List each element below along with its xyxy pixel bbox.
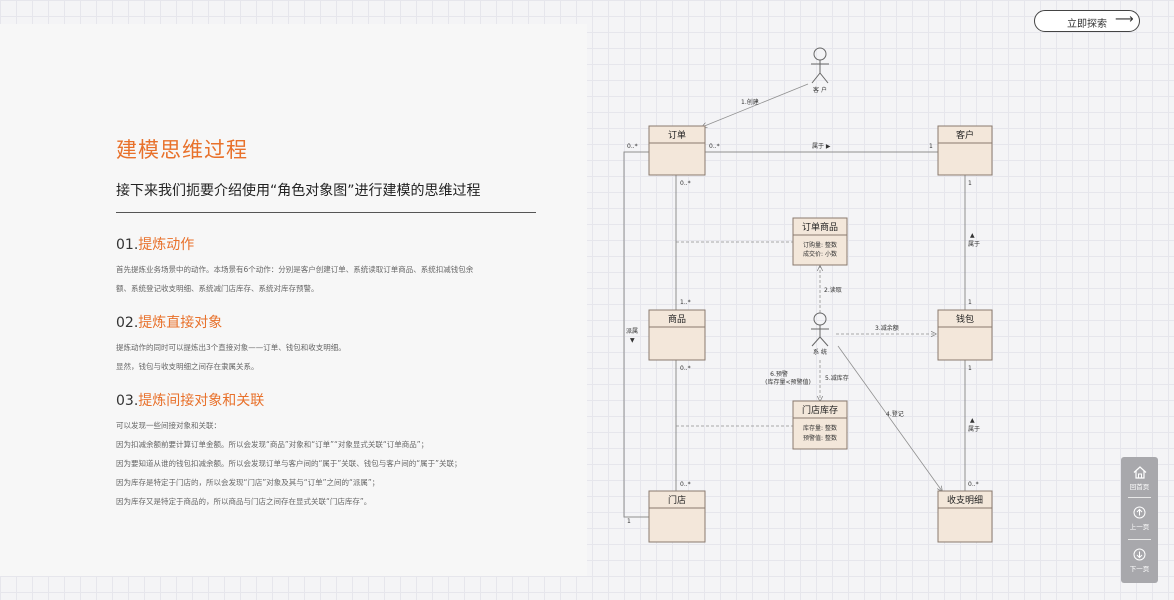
- explore-label: 立即探索: [1067, 19, 1107, 30]
- actor-customer[interactable]: 客 户: [811, 47, 829, 94]
- label-assign: 派属: [626, 328, 638, 335]
- message-arrows: [702, 83, 942, 491]
- arrow-up-icon: ▲: [970, 232, 975, 239]
- edge-labels: 1.创建 属于 ▶ 2.读取 3.减余额 4.登记 5.减库存 6.预警 (库存…: [626, 98, 980, 433]
- class-name: 订单商品: [802, 221, 838, 233]
- arrow-down-circle-icon: [1133, 548, 1146, 561]
- multiplicity: 1: [968, 365, 972, 372]
- section-text: 因为库存又是特定于商品的，所以商品与门店之间存在显式关联“门店库存”。: [116, 497, 372, 506]
- section-number: 01.: [116, 237, 139, 253]
- section-text: 因为库存是特定于门店的，所以会发现“门店”对象及其与“订单”之间的“派属”；: [116, 478, 380, 487]
- multiplicities: 0..* 0..* 1 0..* 1 1..* 0..* 1 1 0..* 1 …: [627, 143, 979, 525]
- home-label: 回首页: [1129, 483, 1150, 491]
- section-text: 提炼动作的同时可以提炼出3个直接对象——订单、钱包和收支明细。: [116, 343, 346, 352]
- section-text: 因为扣减余额前要计算订单金额。所以会发现“商品”对象和“订单”“对象显式关联“订…: [116, 440, 429, 449]
- nav-divider: [1128, 539, 1151, 540]
- prev-page-label: 上一页: [1129, 523, 1150, 531]
- section-heading: 03.提炼间接对象和关联: [116, 390, 462, 410]
- arrow-right-icon: ⟶: [1115, 12, 1134, 27]
- multiplicity: 1: [929, 143, 933, 150]
- class-order-item[interactable]: 订单商品 订购量: 整数 成交价: 小数: [792, 217, 848, 266]
- multiplicity: 1: [627, 518, 631, 525]
- class-name: 门店: [668, 494, 686, 506]
- label-warn-condition: (库存量<预警值): [765, 378, 811, 386]
- multiplicity: 0..*: [709, 143, 720, 150]
- arrow-up-icon: ▲: [970, 417, 975, 424]
- class-name: 商品: [668, 313, 686, 325]
- class-product[interactable]: 商品: [648, 309, 706, 361]
- multiplicity: 0..*: [968, 481, 979, 488]
- actor-system[interactable]: 系 统: [811, 312, 829, 356]
- section-title: 提炼直接对象: [138, 315, 223, 331]
- label-warn: 6.预警: [770, 370, 788, 378]
- home-button[interactable]: 回首页: [1121, 466, 1158, 491]
- explore-button[interactable]: 立即探索 ⟶: [1034, 10, 1140, 32]
- label-belongs: 属于: [968, 241, 980, 248]
- class-name: 门店库存: [802, 404, 838, 416]
- section-number: 02.: [116, 315, 139, 331]
- class-store-stock[interactable]: 门店库存 库存量: 整数 预警值: 整数: [792, 400, 848, 450]
- section-text: 额、系统登记收支明细、系统减门店库存、系统对库存预警。: [116, 284, 319, 293]
- section-03: 03.提炼间接对象和关联 可以发现一些间接对象和关联： 因为扣减余额前要计算订单…: [116, 390, 462, 511]
- page-title: 建模思维过程: [116, 138, 248, 162]
- title-divider: [116, 212, 536, 213]
- actor-label: 客 户: [813, 86, 827, 94]
- label-reduce-stock: 5.减库存: [825, 374, 849, 382]
- home-icon: [1133, 466, 1146, 479]
- label-create: 1.创建: [741, 98, 759, 106]
- actor-label: 系 统: [813, 348, 827, 356]
- intro-panel: [0, 24, 587, 576]
- class-attribute: 预警值: 整数: [803, 434, 837, 442]
- create-arrow: [702, 83, 809, 127]
- next-page-button[interactable]: 下一页: [1121, 548, 1158, 573]
- page-subtitle: 接下来我们扼要介绍使用“角色对象图”进行建模的思维过程: [116, 183, 481, 199]
- section-title: 提炼间接对象和关联: [138, 393, 265, 409]
- class-store[interactable]: 门店: [648, 490, 706, 543]
- section-01: 01.提炼动作 首先提炼业务场景中的动作。本场景有6个动作：分别是客户创建订单、…: [116, 234, 473, 298]
- section-text: 首先提炼业务场景中的动作。本场景有6个动作：分别是客户创建订单、系统读取订单商品…: [116, 265, 474, 274]
- class-name: 订单: [668, 129, 686, 141]
- label-deduct: 3.减余额: [875, 324, 899, 332]
- class-attribute: 成交价: 小数: [803, 250, 837, 258]
- next-page-label: 下一页: [1129, 565, 1150, 573]
- label-register: 4.登记: [886, 410, 904, 418]
- section-number: 03.: [116, 393, 139, 409]
- label-read: 2.读取: [824, 286, 842, 294]
- arrow-down-icon: ▼: [630, 337, 635, 344]
- prev-page-button[interactable]: 上一页: [1121, 506, 1158, 531]
- section-text: 可以发现一些间接对象和关联：: [116, 421, 221, 430]
- class-name: 收支明细: [947, 494, 983, 506]
- class-attribute: 库存量: 整数: [803, 424, 837, 432]
- section-text: 因为要知道从谁的钱包扣减余额。所以会发现订单与客户间的“属于”关联、钱包与客户间…: [116, 459, 462, 468]
- multiplicity: 0..*: [680, 365, 691, 372]
- label-belongs: 属于: [968, 426, 980, 433]
- class-customer[interactable]: 客户: [937, 125, 993, 176]
- section-text: 显然，钱包与收支明细之间存在隶属关系。: [116, 362, 259, 371]
- section-02: 02.提炼直接对象 提炼动作的同时可以提炼出3个直接对象——订单、钱包和收支明细…: [116, 312, 346, 376]
- label-belongs-to: 属于 ▶: [812, 143, 831, 150]
- class-name: 钱包: [956, 313, 974, 325]
- multiplicity: 0..*: [680, 180, 691, 187]
- class-wallet[interactable]: 钱包: [937, 309, 993, 361]
- section-heading: 02.提炼直接对象: [116, 312, 346, 332]
- class-order[interactable]: 订单: [648, 125, 706, 176]
- multiplicity: 0..*: [680, 481, 691, 488]
- register-arrow: [837, 345, 942, 491]
- class-attribute: 订购量: 整数: [803, 241, 837, 249]
- multiplicity: 0..*: [627, 143, 638, 150]
- multiplicity: 1..*: [680, 299, 691, 306]
- associations: [623, 151, 966, 518]
- arrow-up-circle-icon: [1133, 506, 1146, 519]
- multiplicity: 1: [968, 180, 972, 187]
- multiplicity: 1: [968, 299, 972, 306]
- section-heading: 01.提炼动作: [116, 234, 473, 254]
- order-store-line: [623, 151, 649, 518]
- class-name: 客户: [956, 129, 974, 141]
- class-ledger[interactable]: 收支明细: [937, 490, 993, 543]
- page-nav-panel: 回首页 上一页 下一页: [1121, 457, 1158, 583]
- nav-divider: [1128, 497, 1151, 498]
- section-title: 提炼动作: [138, 237, 195, 253]
